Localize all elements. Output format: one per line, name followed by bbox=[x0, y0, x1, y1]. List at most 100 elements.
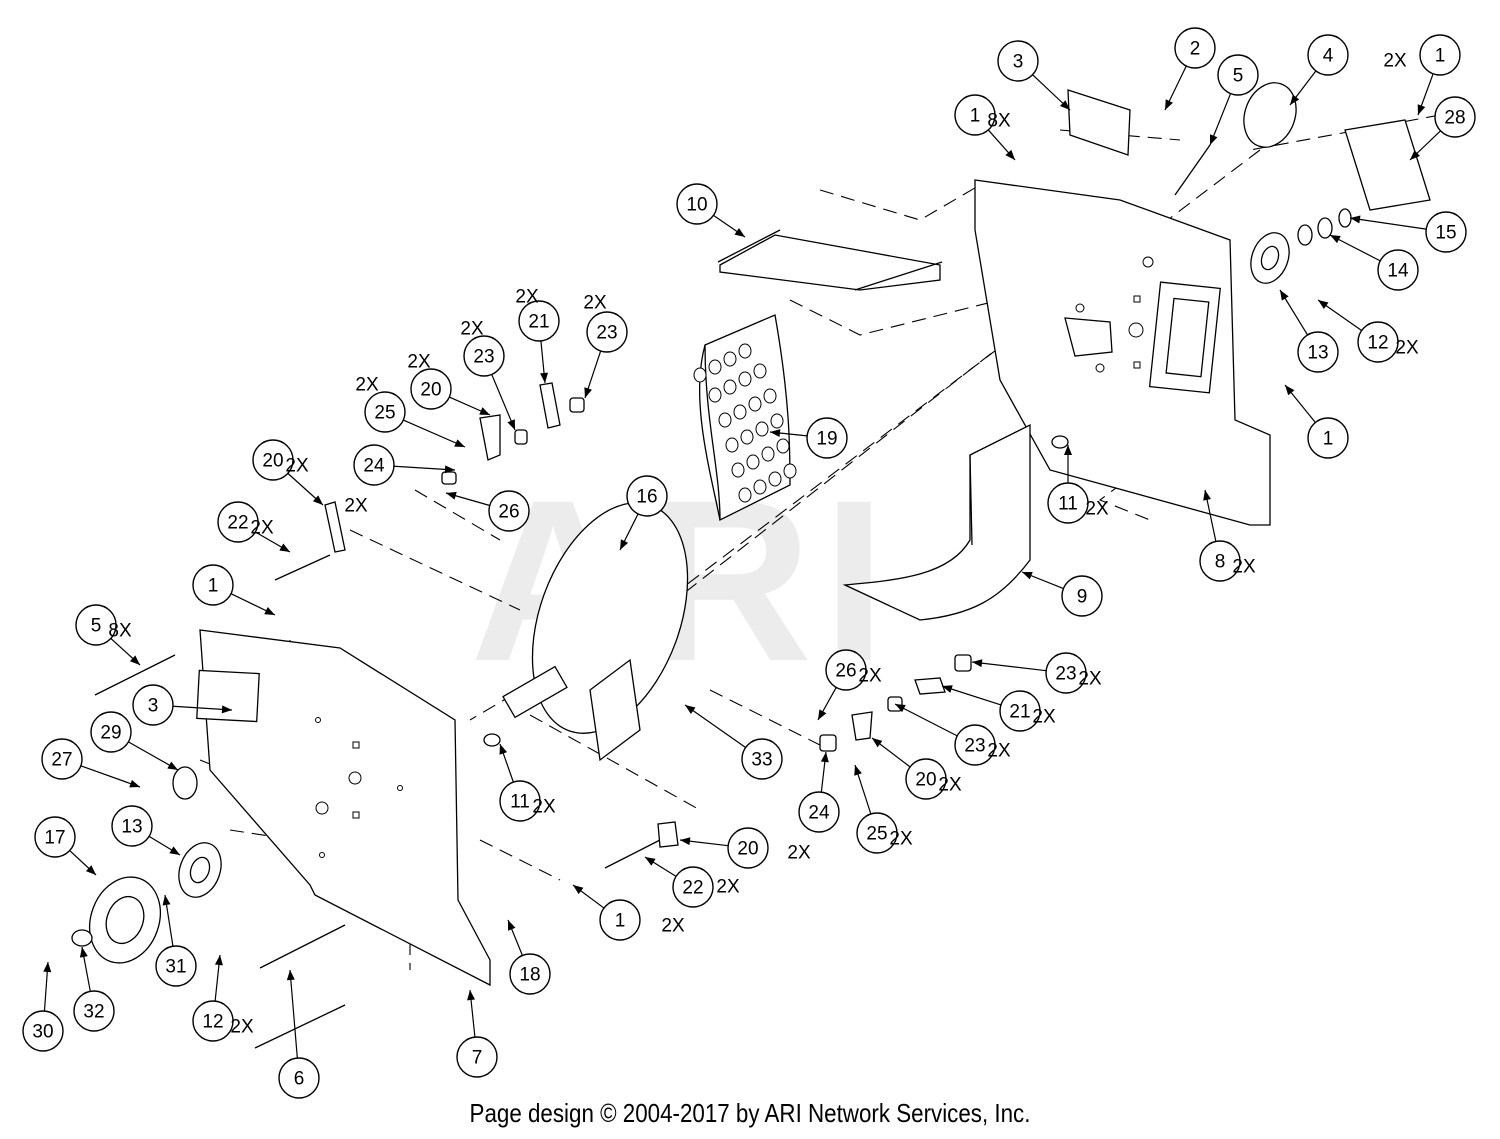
callout-circle bbox=[626, 475, 668, 517]
callout-16: 16 bbox=[619, 475, 668, 551]
leader-line bbox=[1349, 217, 1427, 230]
quantity-label: 2X bbox=[858, 666, 882, 687]
callout-33: 33 bbox=[684, 704, 783, 780]
callout-number: 20 bbox=[915, 770, 936, 791]
quantity-label: 2X bbox=[787, 843, 811, 864]
arrowhead bbox=[680, 837, 691, 846]
callout-circle bbox=[217, 501, 259, 543]
quantity-label: 2X bbox=[661, 916, 685, 937]
callout-number: 23 bbox=[473, 347, 494, 368]
quantity-label: 2X bbox=[407, 352, 431, 373]
perforation-hole bbox=[733, 404, 747, 420]
callout-number: 25 bbox=[866, 824, 887, 845]
quantity-label: 2X bbox=[460, 319, 484, 340]
callout-circle bbox=[1045, 652, 1087, 694]
callout-number: 12 bbox=[1367, 333, 1388, 354]
callout-circle bbox=[278, 1057, 320, 1099]
arrowhead bbox=[1290, 94, 1300, 105]
callout-circle bbox=[155, 945, 197, 987]
perforation-hole bbox=[753, 479, 767, 495]
callout-number: 17 bbox=[44, 828, 65, 849]
callout-number: 10 bbox=[686, 195, 707, 216]
arrowhead bbox=[1059, 100, 1070, 110]
callout-circle bbox=[997, 40, 1039, 82]
callout-13: 13 bbox=[1279, 289, 1339, 373]
arrowhead bbox=[1022, 572, 1033, 580]
impeller-disc bbox=[502, 502, 689, 762]
arrowhead bbox=[1165, 99, 1173, 110]
callout-circle bbox=[499, 780, 541, 822]
perforation-hole bbox=[740, 429, 754, 445]
callout-number: 31 bbox=[165, 957, 186, 978]
callout-circle bbox=[798, 791, 840, 833]
leader-line bbox=[393, 465, 456, 471]
quantity-label: 2X bbox=[250, 518, 274, 539]
callout-27: 27 bbox=[41, 738, 141, 788]
callout-circle bbox=[192, 1000, 234, 1042]
arrowhead bbox=[446, 491, 457, 500]
callout-number: 26 bbox=[498, 502, 519, 523]
callout-circle bbox=[1199, 540, 1241, 582]
leader-line bbox=[894, 703, 958, 737]
callout-15: 15 bbox=[1349, 211, 1467, 253]
leader-line bbox=[971, 661, 1047, 672]
arrowhead bbox=[508, 920, 516, 931]
quantity-label: 2X bbox=[987, 741, 1011, 762]
quantity-label: 2X bbox=[1078, 669, 1102, 690]
callout-number: 22 bbox=[682, 878, 703, 899]
callout-circle bbox=[518, 300, 560, 342]
arrowhead bbox=[540, 372, 549, 383]
callout-number: 2 bbox=[1190, 39, 1201, 60]
callout-number: 32 bbox=[83, 1002, 104, 1023]
arrowhead bbox=[279, 543, 290, 552]
callout-circle bbox=[73, 990, 115, 1032]
arrowhead bbox=[1410, 150, 1420, 160]
callout-circle bbox=[741, 738, 783, 780]
callout-circle bbox=[410, 368, 452, 410]
panel-10 bbox=[717, 229, 943, 291]
callout-14: 14 bbox=[1329, 234, 1419, 291]
callout-6: 6 bbox=[278, 969, 320, 1099]
arrowhead bbox=[1280, 290, 1289, 301]
callout-circle bbox=[856, 812, 898, 854]
arrowhead bbox=[499, 744, 508, 755]
left-side-plate bbox=[196, 629, 491, 987]
callout-number: 15 bbox=[1435, 223, 1456, 244]
callout-circle bbox=[41, 738, 83, 780]
callout-5: 5 bbox=[1209, 54, 1259, 146]
arrowhead bbox=[1064, 445, 1072, 455]
callout-number: 25 bbox=[374, 403, 395, 424]
callout-circle bbox=[1377, 249, 1419, 291]
perforation-hole bbox=[708, 387, 722, 403]
callout-32: 32 bbox=[73, 946, 115, 1032]
callout-number: 6 bbox=[294, 1069, 305, 1090]
callout-9: 9 bbox=[1021, 571, 1103, 617]
perforation-hole bbox=[746, 454, 760, 470]
perforation-hole bbox=[776, 438, 790, 454]
arrowhead bbox=[645, 857, 656, 866]
perforation-hole bbox=[738, 487, 752, 503]
callout-29: 29 bbox=[90, 711, 179, 771]
callout-circle bbox=[676, 183, 718, 225]
callout-7: 7 bbox=[456, 989, 498, 1078]
callout-number: 18 bbox=[519, 965, 540, 986]
arrowhead bbox=[770, 429, 781, 438]
brackets bbox=[324, 382, 972, 848]
callout-number: 21 bbox=[1009, 702, 1030, 723]
callout-circle bbox=[1297, 331, 1339, 373]
perforation-hole bbox=[723, 351, 737, 367]
callout-circle bbox=[132, 684, 174, 726]
quantity-label: 2X bbox=[1085, 499, 1109, 520]
callout-circle bbox=[90, 711, 132, 753]
arrowhead bbox=[1285, 385, 1295, 396]
callout-number: 27 bbox=[51, 750, 72, 771]
callout-1: 1 bbox=[572, 884, 641, 941]
quantity-label: 2X bbox=[344, 496, 368, 517]
